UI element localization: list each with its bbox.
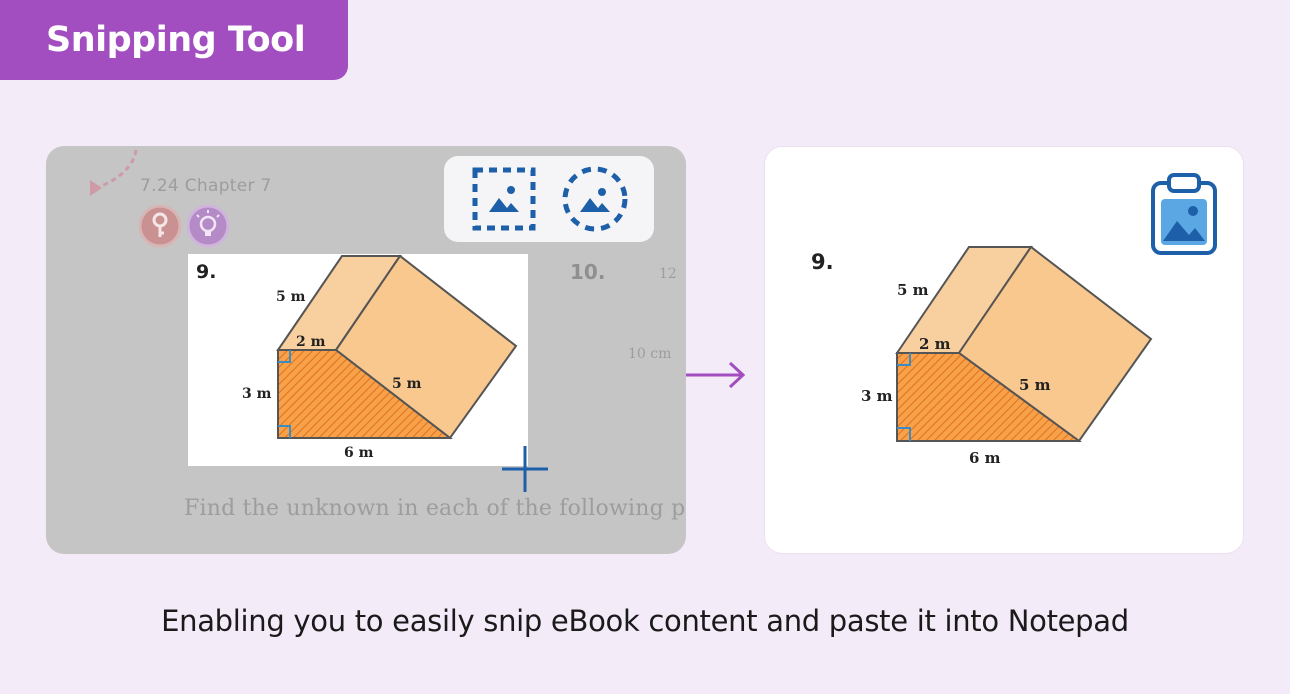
- snipping-tool-title: Snipping Tool: [0, 0, 348, 80]
- question-12-label: 12: [659, 266, 677, 282]
- pasted-label-base: 6 m: [969, 449, 1001, 467]
- rectangle-snip-button[interactable]: [469, 164, 539, 234]
- lightbulb-icon: [196, 210, 220, 236]
- section-label: 7.24 Chapter 7: [140, 176, 272, 196]
- hint-badge[interactable]: [186, 204, 230, 248]
- freeform-snip-icon: [562, 166, 627, 232]
- pasted-label-triangle-top: 2 m: [919, 335, 951, 353]
- ebook-panel[interactable]: 7.24 Chapter 7 10. 12 10 cm Find the unk…: [46, 146, 686, 554]
- crosshair-cursor-icon: [502, 446, 548, 492]
- notepad-panel[interactable]: 9. 5 m 2 m 3 m 5 m 6 m: [764, 146, 1244, 554]
- pasted-prism-figure: 9. 5 m 2 m 3 m 5 m 6 m: [811, 245, 1153, 467]
- rectangle-snip-icon: [472, 167, 535, 231]
- key-icon: [152, 212, 168, 237]
- label-top-edge: 5 m: [276, 289, 306, 305]
- pasted-right-angle-top: [897, 353, 911, 366]
- prism-figure: 9. 5 m 2 m 3 m 5 m 6 m: [196, 254, 518, 461]
- instruction-text: Find the unknown in each of the followin…: [184, 496, 686, 521]
- bookmark-curve-icon: [90, 149, 138, 196]
- snip-selection-region[interactable]: 9. 5 m 2 m 3 m 5 m 6 m: [188, 254, 528, 466]
- pasted-label-triangle-left: 3 m: [861, 387, 893, 405]
- right-angle-bottom: [278, 425, 291, 438]
- label-base: 6 m: [344, 445, 374, 461]
- pasted-figure-number: 9.: [811, 250, 834, 274]
- right-arrow-icon: [686, 361, 746, 389]
- length-10cm-label: 10 cm: [628, 346, 672, 362]
- label-triangle-left: 3 m: [242, 386, 272, 402]
- question-10-label: 10.: [570, 260, 606, 284]
- figure-number: 9.: [196, 261, 216, 283]
- pasted-label-hypotenuse: 5 m: [1019, 376, 1051, 394]
- label-hypotenuse: 5 m: [392, 376, 422, 392]
- snip-mode-toolbar: [444, 156, 654, 242]
- key-badge[interactable]: [138, 204, 182, 248]
- clipboard-image-icon: [1151, 173, 1217, 255]
- freeform-snip-button[interactable]: [560, 164, 630, 234]
- label-triangle-top: 2 m: [296, 334, 326, 350]
- feature-caption: Enabling you to easily snip eBook conten…: [161, 604, 1129, 638]
- prism-hatched-face: [277, 349, 453, 439]
- right-angle-top: [278, 350, 291, 363]
- pasted-right-angle-bottom: [897, 427, 911, 441]
- pasted-hatched-face: [896, 352, 1083, 442]
- pasted-label-top-edge: 5 m: [897, 281, 929, 299]
